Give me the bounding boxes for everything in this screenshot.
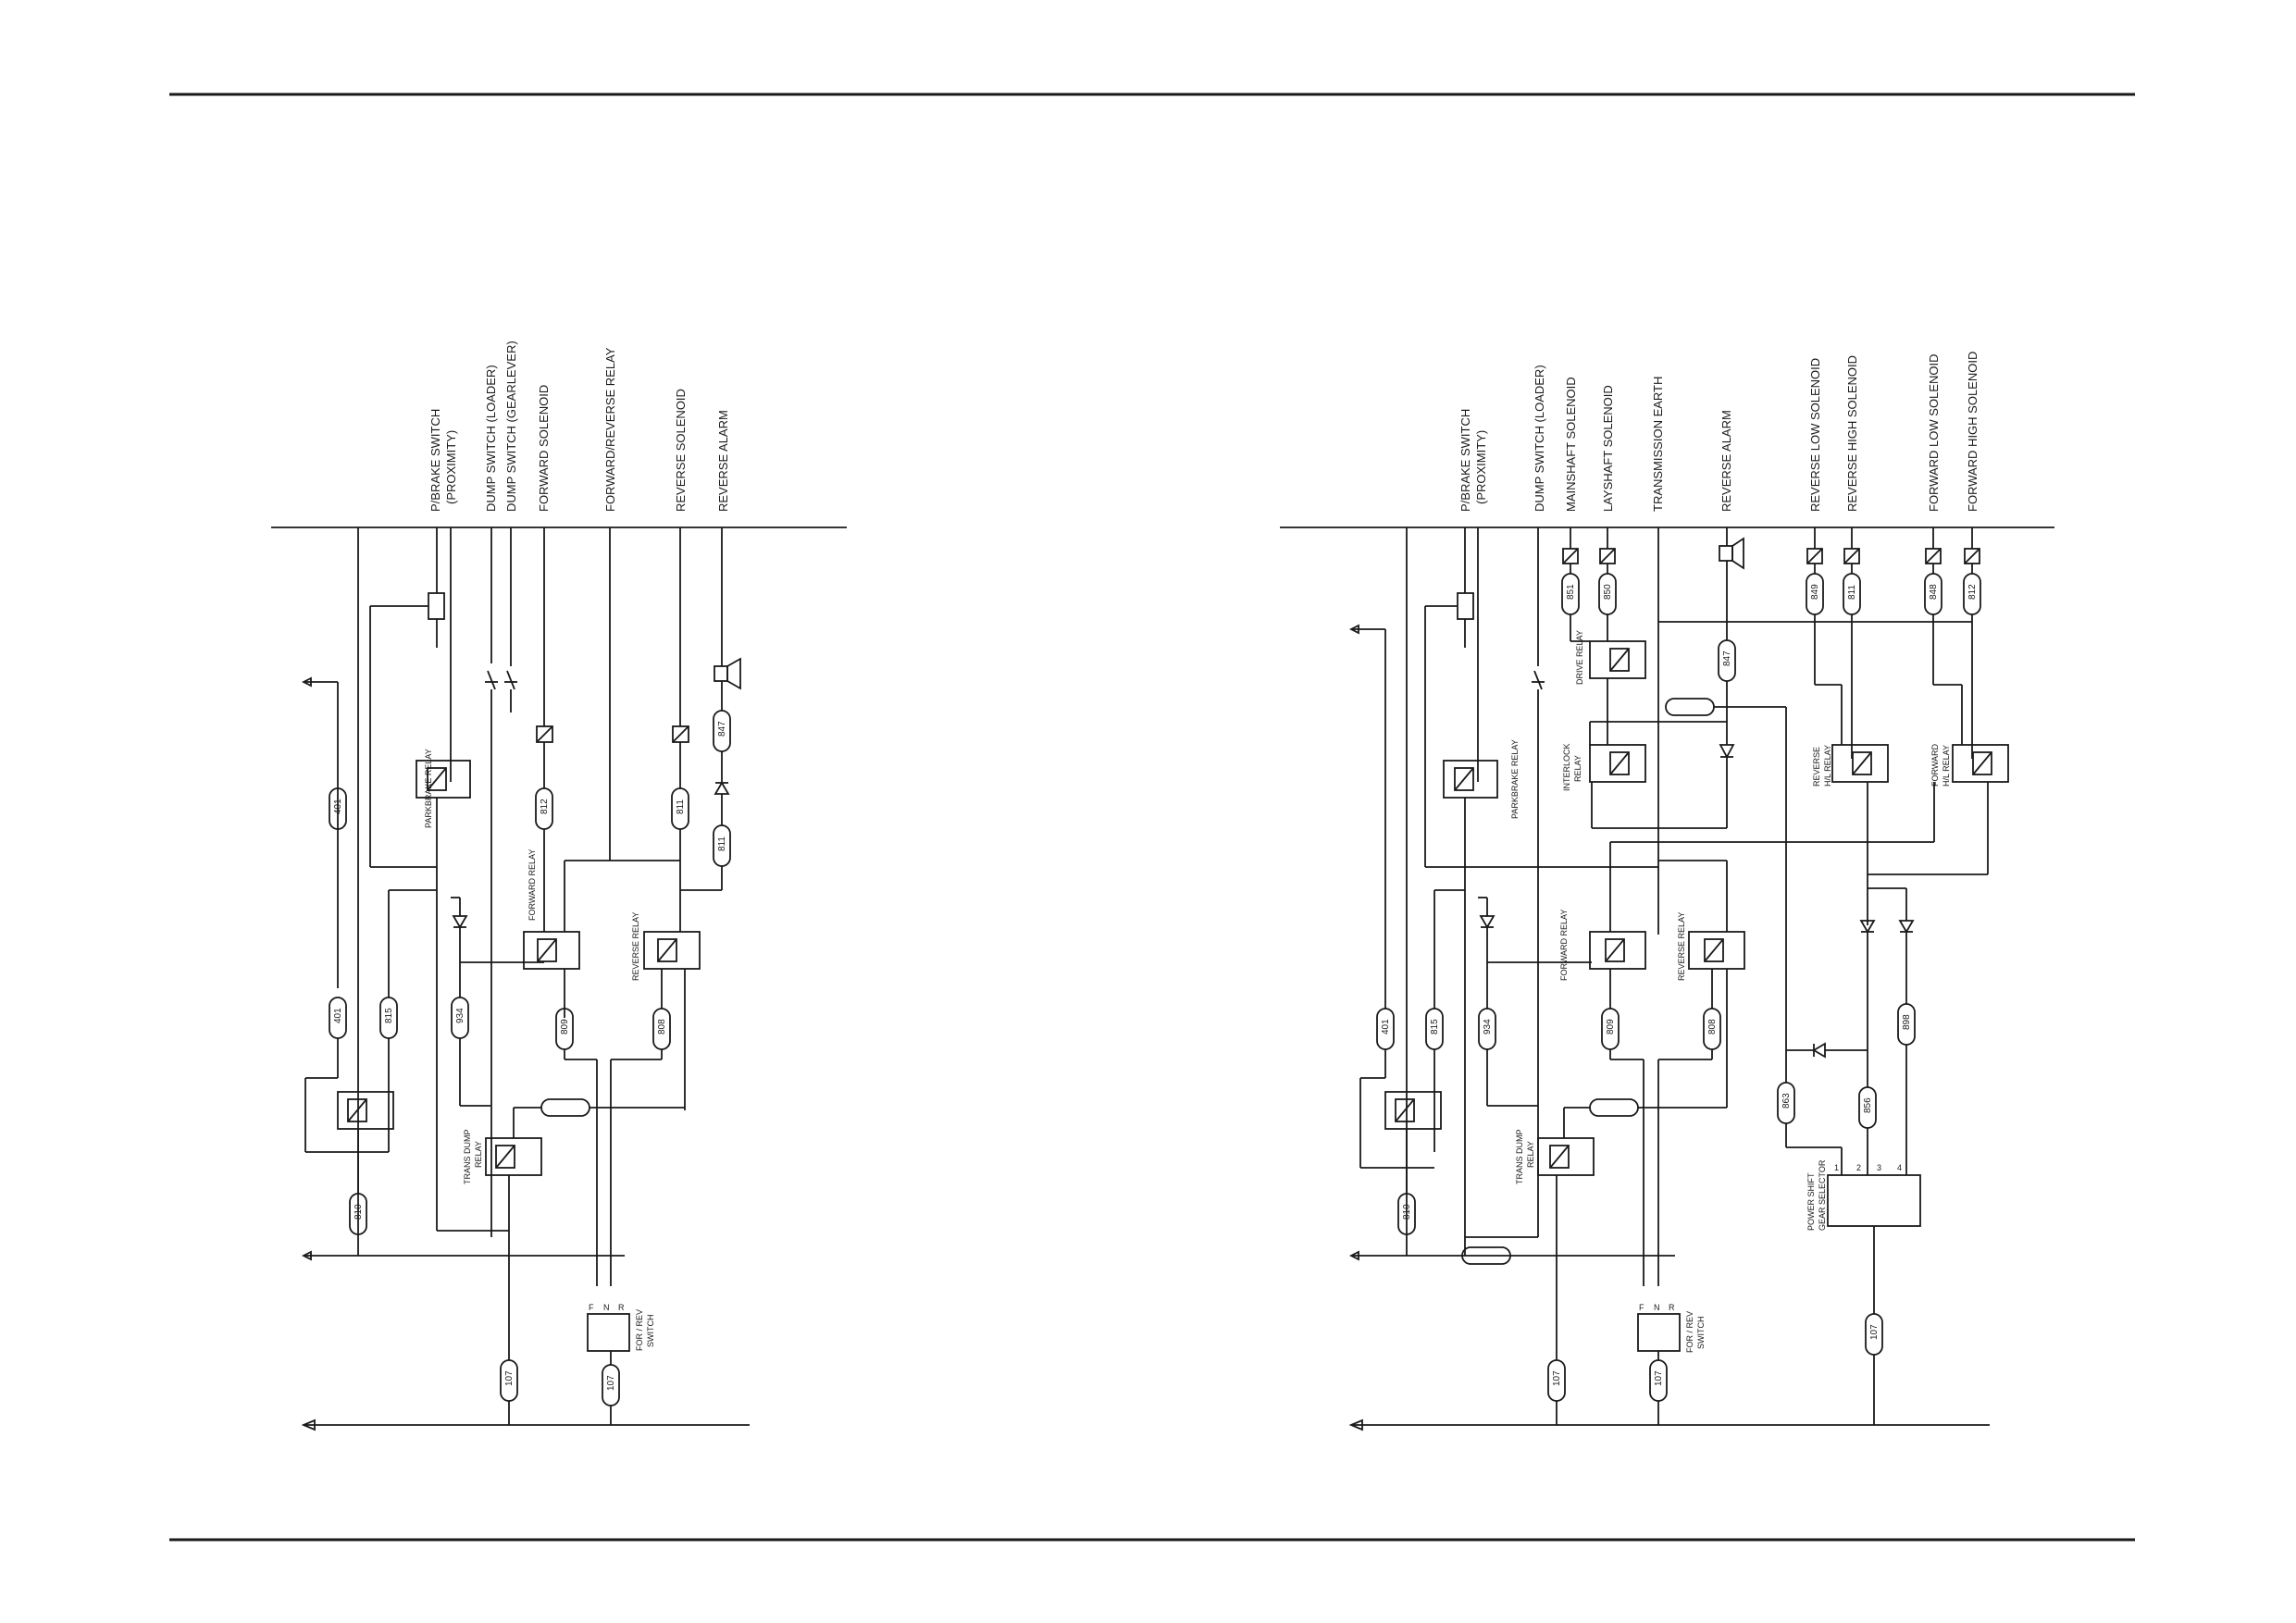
pin-3: 3 (1877, 1163, 1881, 1172)
wire-812-r: 812 (1967, 584, 1978, 600)
label-r-reverse-relay: REVERSE RELAY (1677, 912, 1686, 981)
label-r-reverse-alarm: REVERSE ALARM (1719, 410, 1733, 512)
label-trans-dump: TRANS DUMP (463, 1129, 472, 1184)
wire-849: 849 (1810, 584, 1820, 600)
wire-401-a: 401 (333, 799, 343, 814)
label-interlock-relay: RELAY (1573, 755, 1582, 782)
wire-811-r: 811 (1847, 585, 1857, 600)
label-dump-switch-loader: DUMP SWITCH (LOADER) (484, 365, 498, 512)
label-pbrake-switch: P/BRAKE SWITCH (428, 409, 442, 512)
wire-934-r: 934 (1483, 1019, 1493, 1035)
label-for-rev: FOR / REV (635, 1309, 644, 1351)
wire-809: 809 (560, 1019, 570, 1035)
pin-r-right: R (1669, 1303, 1675, 1312)
label-gear-selector: GEAR SELECTOR (1818, 1159, 1827, 1231)
wire-401-b: 401 (333, 1008, 343, 1023)
wire-810-r: 810 (1402, 1204, 1412, 1220)
label-r-for-rev: FOR / REV (1685, 1311, 1694, 1353)
wire-812: 812 (540, 799, 550, 814)
wire-809-r: 809 (1606, 1019, 1616, 1035)
wire-815-r: 815 (1430, 1019, 1440, 1035)
wire-811-a: 811 (676, 799, 686, 814)
label-forward-hl: FORWARD (1930, 744, 1940, 787)
pin-n-left: N (603, 1303, 610, 1312)
wire-107-r2: 107 (1654, 1370, 1664, 1386)
label-r-forward-relay: FORWARD RELAY (1559, 910, 1569, 981)
wire-898: 898 (1902, 1014, 1912, 1030)
pin-n-right: N (1654, 1303, 1660, 1312)
wire-107-b: 107 (606, 1375, 616, 1391)
label-trans-dump-relay: RELAY (474, 1141, 483, 1168)
pin-4: 4 (1897, 1163, 1902, 1172)
pin-2: 2 (1856, 1163, 1861, 1172)
wire-808-r: 808 (1707, 1019, 1718, 1035)
label-r-parkbrake-relay: PARKBRAKE RELAY (1510, 739, 1520, 819)
label-r-layshaft-solenoid: LAYSHAFT SOLENOID (1601, 385, 1615, 512)
label-forward-reverse-relay: FORWARD/REVERSE RELAY (603, 347, 617, 512)
wire-808: 808 (657, 1019, 667, 1035)
label-r-dump-switch-loader: DUMP SWITCH (LOADER) (1533, 365, 1546, 512)
label-drive-relay: DRIVE RELAY (1575, 630, 1584, 685)
right-diagram: P/BRAKE SWITCH (PROXIMITY) DUMP SWITCH (… (1280, 352, 2054, 1431)
pin-1: 1 (1834, 1163, 1839, 1172)
label-dump-switch-gearlever: DUMP SWITCH (GEARLEVER) (504, 341, 518, 512)
label-parkbrake-relay: PARKBRAKE RELAY (424, 749, 433, 828)
wire-107-r1: 107 (1552, 1370, 1562, 1386)
wire-863: 863 (1781, 1093, 1792, 1109)
label-r-reverse-low-solenoid: REVERSE LOW SOLENOID (1808, 358, 1822, 512)
pin-r-left: R (618, 1303, 625, 1312)
label-r-forward-high-solenoid: FORWARD HIGH SOLENOID (1966, 352, 1980, 512)
wire-851: 851 (1566, 584, 1576, 600)
wire-850: 850 (1603, 584, 1613, 600)
label-for-rev-switch: SWITCH (646, 1315, 655, 1348)
wire-848: 848 (1929, 584, 1939, 600)
label-forward-solenoid: FORWARD SOLENOID (537, 385, 551, 512)
wire-810: 810 (354, 1204, 364, 1220)
label-r-pbrake-switch: P/BRAKE SWITCH (1458, 409, 1472, 512)
label-reverse-hl: REVERSE (1812, 747, 1821, 787)
wire-401-r: 401 (1381, 1019, 1391, 1035)
wire-107-a: 107 (504, 1370, 515, 1386)
wire-934: 934 (455, 1008, 465, 1023)
pin-f-left: F (589, 1303, 594, 1312)
label-r-trans-dump-relay: RELAY (1526, 1141, 1535, 1168)
wire-847-left: 847 (717, 721, 727, 737)
wire-847-right: 847 (1722, 650, 1732, 666)
label-reverse-solenoid: REVERSE SOLENOID (674, 389, 688, 512)
wire-856: 856 (1863, 1097, 1873, 1113)
pin-f-right: F (1639, 1303, 1644, 1312)
label-r-trans-dump: TRANS DUMP (1515, 1129, 1524, 1184)
label-forward-hl-relay: H/L RELAY (1942, 745, 1951, 787)
label-r-for-rev-switch: SWITCH (1696, 1317, 1706, 1350)
wire-811-b: 811 (717, 836, 727, 851)
label-r-transmission-earth: TRANSMISSION EARTH (1651, 377, 1665, 512)
label-reverse-alarm: REVERSE ALARM (716, 410, 730, 512)
wire-815: 815 (384, 1008, 394, 1023)
label-forward-relay: FORWARD RELAY (527, 849, 537, 921)
label-interlock: INTERLOCK (1562, 743, 1571, 791)
label-r-proximity: (PROXIMITY) (1474, 430, 1488, 504)
label-r-reverse-high-solenoid: REVERSE HIGH SOLENOID (1845, 355, 1859, 512)
label-reverse-relay: REVERSE RELAY (631, 912, 640, 981)
left-diagram: P/BRAKE SWITCH (PROXIMITY) DUMP SWITCH (… (271, 341, 847, 1431)
label-r-forward-low-solenoid: FORWARD LOW SOLENOID (1927, 354, 1941, 512)
label-power-shift: POWER SHIFT (1806, 1172, 1816, 1231)
label-r-mainshaft-solenoid: MAINSHAFT SOLENOID (1564, 377, 1578, 512)
label-reverse-hl-relay: H/L RELAY (1823, 745, 1832, 787)
label-proximity: (PROXIMITY) (444, 430, 458, 504)
wire-107-r3: 107 (1869, 1324, 1880, 1340)
